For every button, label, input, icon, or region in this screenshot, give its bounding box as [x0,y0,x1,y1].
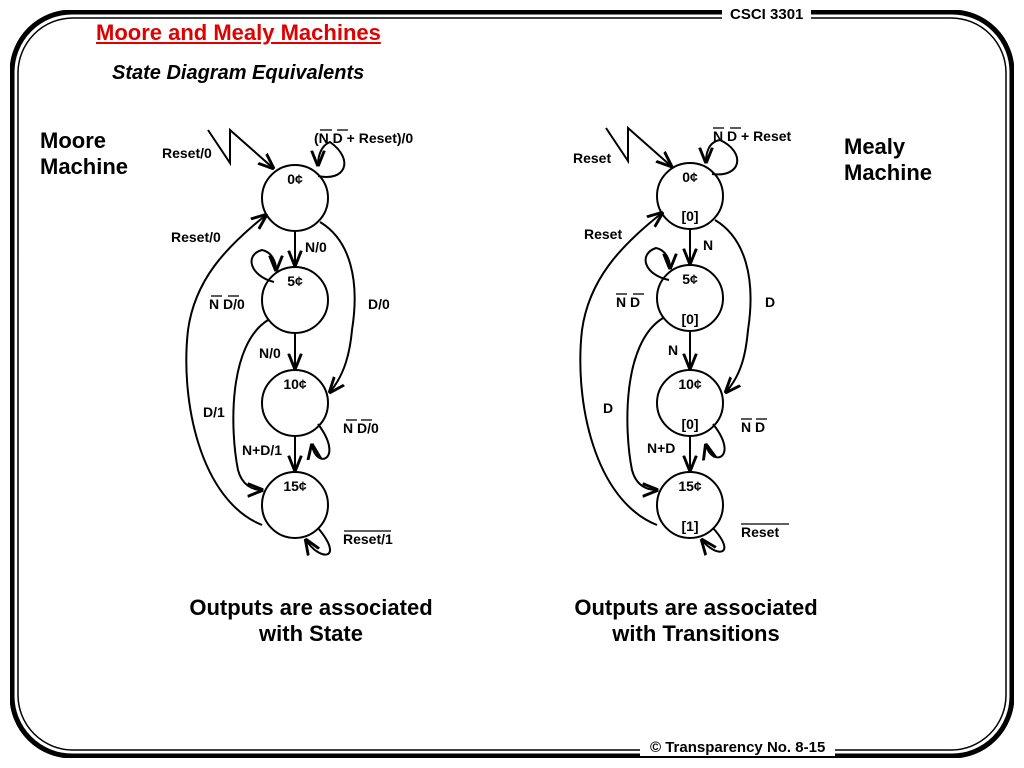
moore-label-self0: (N D + Reset)/0 [314,130,413,146]
mealy-label-reset-in: Reset [573,150,611,166]
moore-label-d1: D/1 [203,404,225,420]
moore-caption-line1: Outputs are associated [189,595,433,620]
mealy-state-10-output: [0] [681,416,698,432]
moore-label-reset-in: Reset/0 [162,145,212,161]
mealy-label-n01: N [703,237,713,253]
moore-label-d0: D/0 [368,296,390,312]
page-title: Moore and Mealy Machines [96,20,381,45]
moore-label-self10: N D/0 [343,420,379,436]
mealy-state-15-output: [1] [681,518,698,534]
mealy-self-loop-5 [644,246,670,281]
moore-self-loop-0 [318,140,346,178]
moore-label-n01: N/0 [305,239,327,255]
moore-self-loop-15 [306,527,331,555]
mealy-heading: Mealy Machine [844,134,932,186]
moore-state-10-label: 10¢ [283,376,307,392]
moore-reset-back [185,215,266,526]
mealy-label-self15: Reset [741,524,779,540]
moore-label-nd: N+D/1 [242,442,282,458]
moore-state-5-label: 5¢ [287,273,303,289]
mealy-label-d0: D [765,294,775,310]
moore-caption-line2: with State [259,621,363,646]
mealy-label-self10: N D [741,419,765,435]
moore-reset-entry-arrow [207,127,273,168]
mealy-overbars [616,127,789,525]
mealy-label-n12: N [668,342,678,358]
mealy-d-0-10 [714,219,752,392]
moore-self-loop-5 [250,248,276,283]
slide-frame [10,10,1014,758]
moore-caption: Outputs are associated with State [146,595,476,647]
moore-label-n12: N/0 [259,345,281,361]
mealy-caption-line2: with Transitions [612,621,780,646]
mealy-label-reset-back: Reset [584,226,622,242]
mealy-state-5-label: 5¢ [682,271,698,287]
moore-state-15-label: 15¢ [283,478,307,494]
mealy-label-self5: N D [616,294,640,310]
moore-label-reset-back: Reset/0 [171,229,221,245]
moore-diagram [185,127,356,555]
mealy-self-loop-10 [706,423,726,457]
mealy-caption: Outputs are associated with Transitions [531,595,861,647]
page-subtitle: State Diagram Equivalents [112,62,365,84]
mealy-self-loop-15 [702,527,726,552]
moore-heading: Moore Machine [40,128,128,180]
mealy-label-nd: N+D [647,440,675,456]
mealy-heading-line2: Machine [844,160,933,185]
transparency-number: © Transparency No. 8-15 [640,739,836,756]
moore-d-0-10 [319,221,356,392]
course-code: CSCI 3301 [722,6,812,23]
moore-overbars [211,129,391,532]
mealy-state-0-label: 0¢ [682,169,698,185]
mealy-reset-entry-arrow [605,125,671,166]
mealy-diagram [579,125,752,552]
moore-label-self5: N D/0 [209,296,245,312]
mealy-state-5-output: [0] [681,311,698,327]
mealy-d-5-15 [626,317,664,490]
mealy-state-0-output: [0] [681,208,698,224]
moore-state-0-label: 0¢ [287,171,303,187]
mealy-self-loop-0 [706,138,739,176]
mealy-state-15 [656,471,724,539]
mealy-state-15-label: 15¢ [678,478,702,494]
moore-heading-line2: Machine [40,154,129,179]
moore-state-15 [261,471,329,539]
mealy-state-10-label: 10¢ [678,376,702,392]
moore-heading-line1: Moore [40,128,106,153]
mealy-caption-line1: Outputs are associated [574,595,818,620]
mealy-reset-back [579,213,662,526]
mealy-label-d1: D [603,400,613,416]
mealy-heading-line1: Mealy [844,134,906,159]
moore-d-5-15 [232,319,269,490]
moore-label-self15: Reset/1 [343,531,393,547]
moore-self-loop-10 [312,423,331,459]
mealy-label-self0: N D + Reset [713,128,792,144]
